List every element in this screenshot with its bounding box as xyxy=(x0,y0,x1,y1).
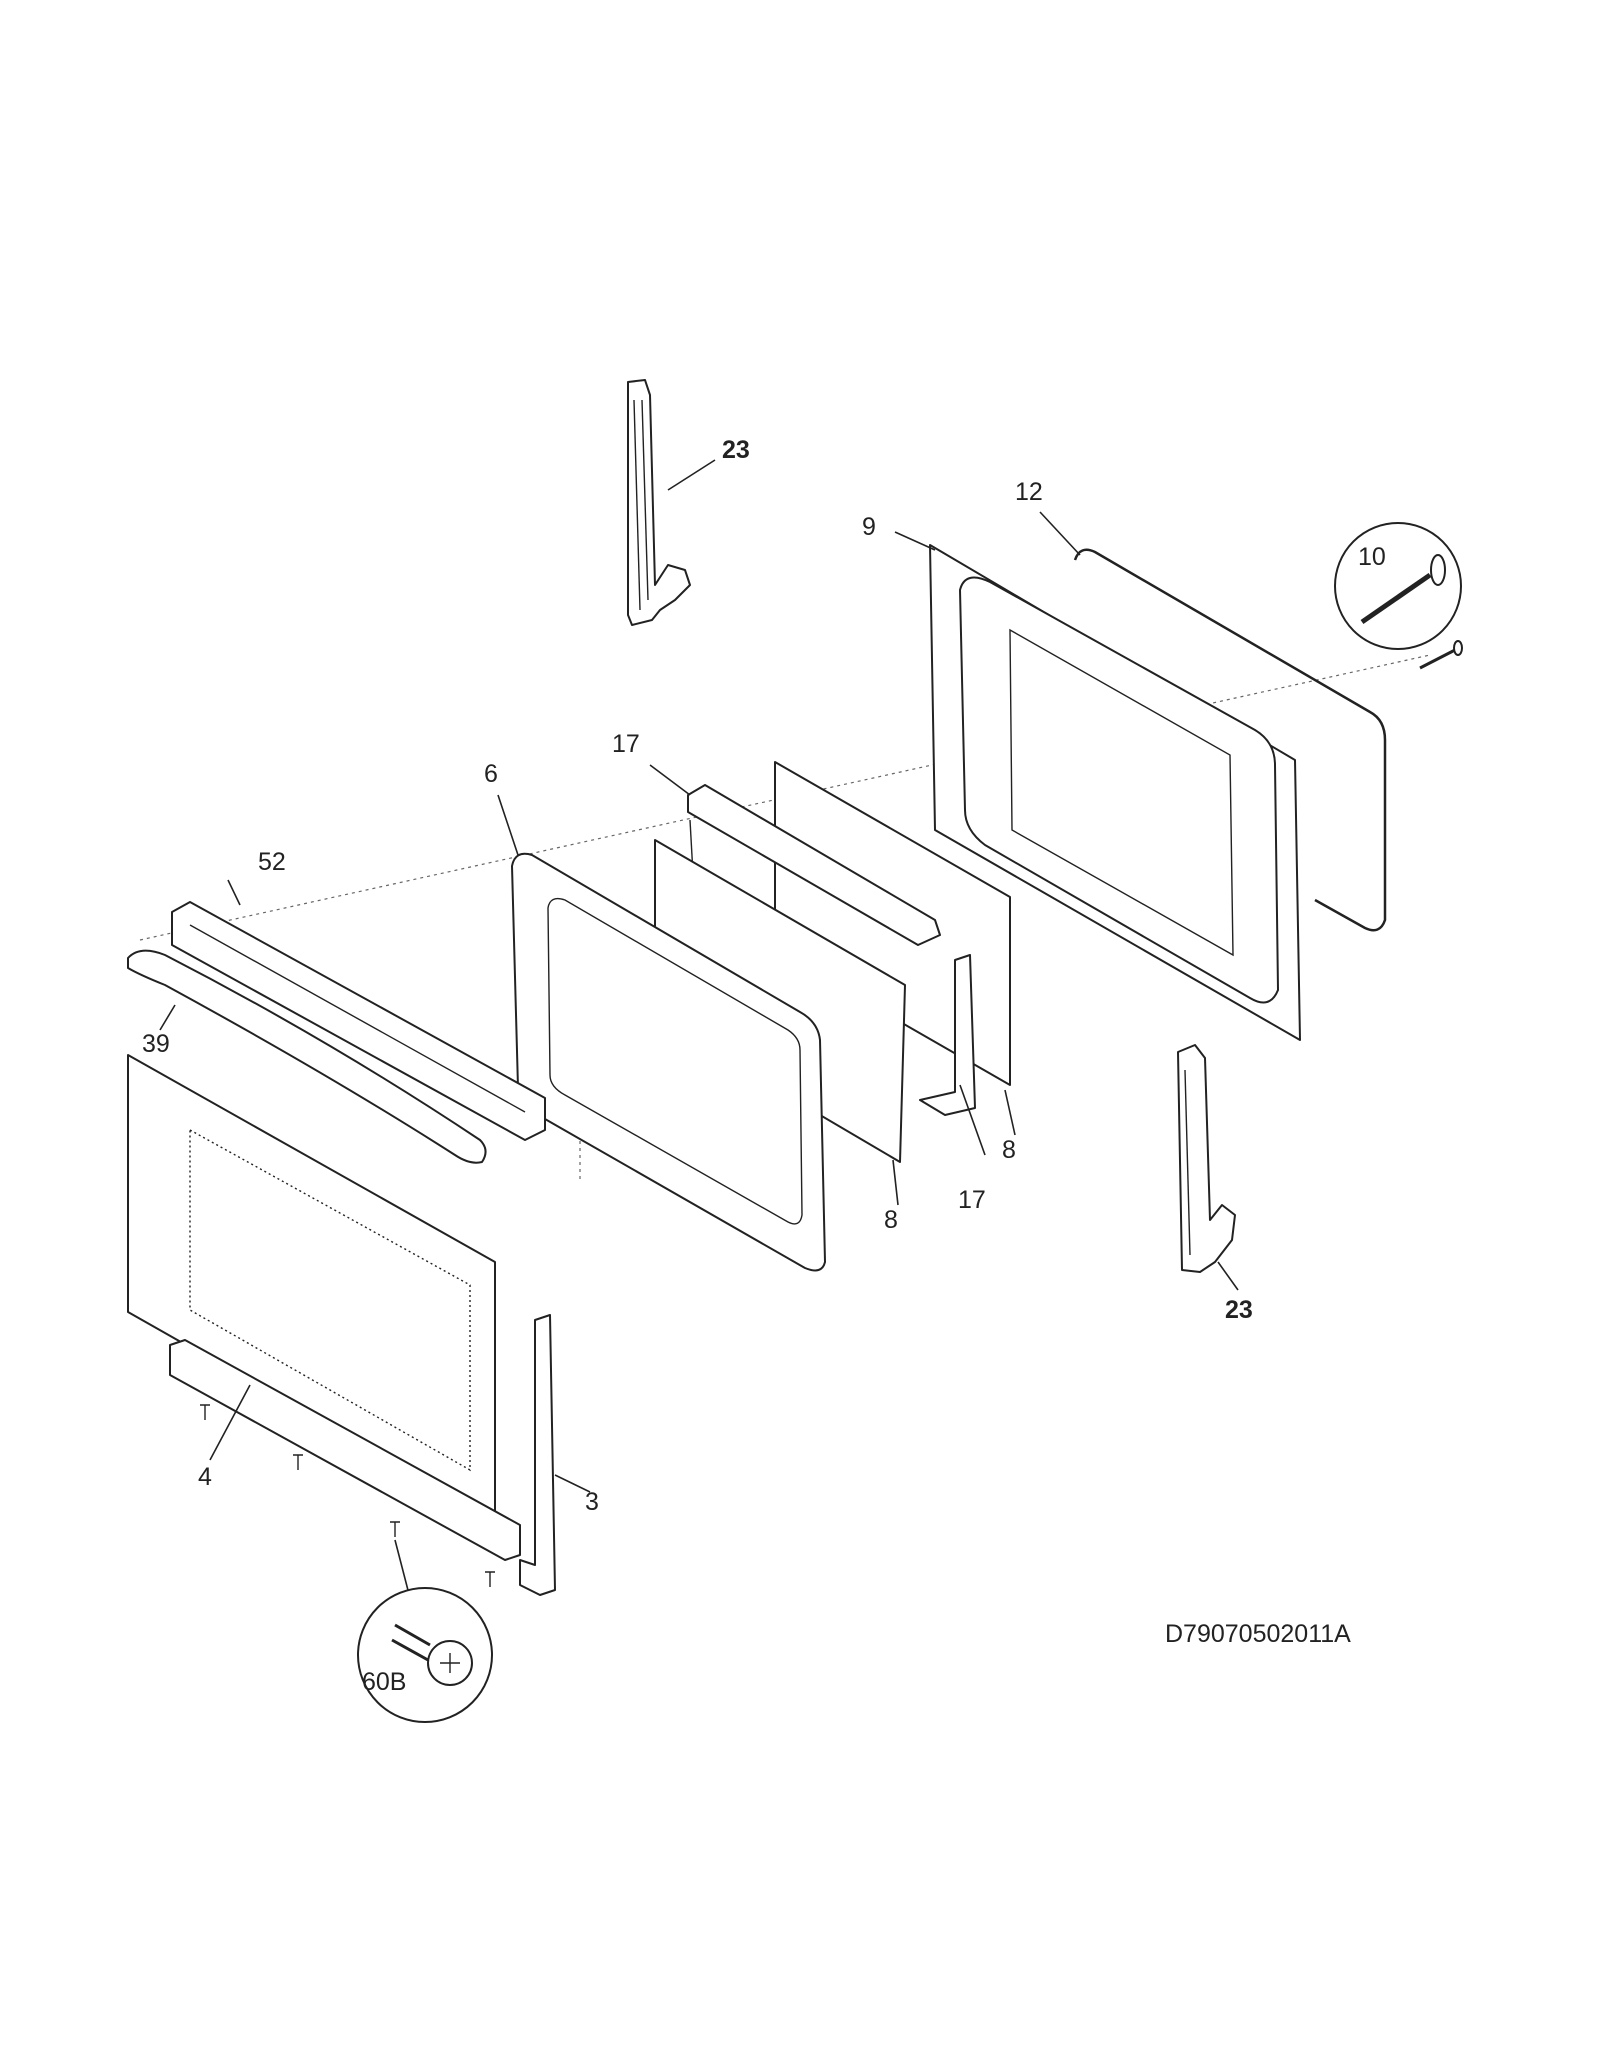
screw-icons xyxy=(200,1404,495,1587)
side-trim-part[interactable] xyxy=(519,1314,556,1596)
door-frame-part[interactable] xyxy=(929,544,1301,1041)
label-glass-pack-top: 17 xyxy=(612,730,640,758)
label-hinge-pin: 10 xyxy=(1358,543,1386,571)
leader-line xyxy=(209,1384,251,1461)
label-glass-b: 8 xyxy=(1002,1136,1016,1164)
label-door-frame: 9 xyxy=(862,513,876,541)
label-hinge-bottom: 23 xyxy=(1225,1296,1253,1324)
hinge-top-part[interactable] xyxy=(627,379,691,626)
leader-line xyxy=(1039,511,1081,556)
label-glass-pack-bottom: 17 xyxy=(958,1186,986,1214)
leader-line xyxy=(667,459,716,491)
leader-line xyxy=(227,879,241,906)
label-outer-door: 4 xyxy=(198,1463,212,1491)
hinge-pin-detail[interactable] xyxy=(1334,522,1463,670)
label-side-trim: 3 xyxy=(585,1488,599,1516)
leader-line xyxy=(1004,1089,1016,1136)
leader-line xyxy=(394,1539,411,1599)
leader-line xyxy=(554,1474,591,1493)
leader-line xyxy=(892,1159,899,1206)
handle-part[interactable] xyxy=(127,949,487,1164)
outer-door-part[interactable] xyxy=(127,1054,521,1561)
label-hinge-top: 23 xyxy=(722,436,750,464)
label-trim: 52 xyxy=(258,848,286,876)
screw-detail[interactable] xyxy=(357,1587,493,1723)
label-handle: 39 xyxy=(142,1030,170,1058)
label-screw: 60B xyxy=(362,1668,406,1696)
diagram-code: D79070502011A xyxy=(1165,1620,1351,1648)
leader-line xyxy=(159,1004,176,1031)
trim-part[interactable] xyxy=(171,901,546,1141)
leader-line xyxy=(894,531,936,551)
leader-line xyxy=(959,1084,986,1156)
glass-pack-bottom-part[interactable] xyxy=(919,954,976,1116)
leader-line xyxy=(1217,1261,1239,1291)
gasket-part[interactable] xyxy=(1073,548,1387,932)
hinge-bottom-part[interactable] xyxy=(1177,1044,1236,1273)
label-glass-a: 8 xyxy=(884,1206,898,1234)
leader-line xyxy=(497,794,519,856)
label-gasket: 12 xyxy=(1015,478,1043,506)
leader-line xyxy=(649,764,691,796)
label-inner-panel: 6 xyxy=(484,760,498,788)
